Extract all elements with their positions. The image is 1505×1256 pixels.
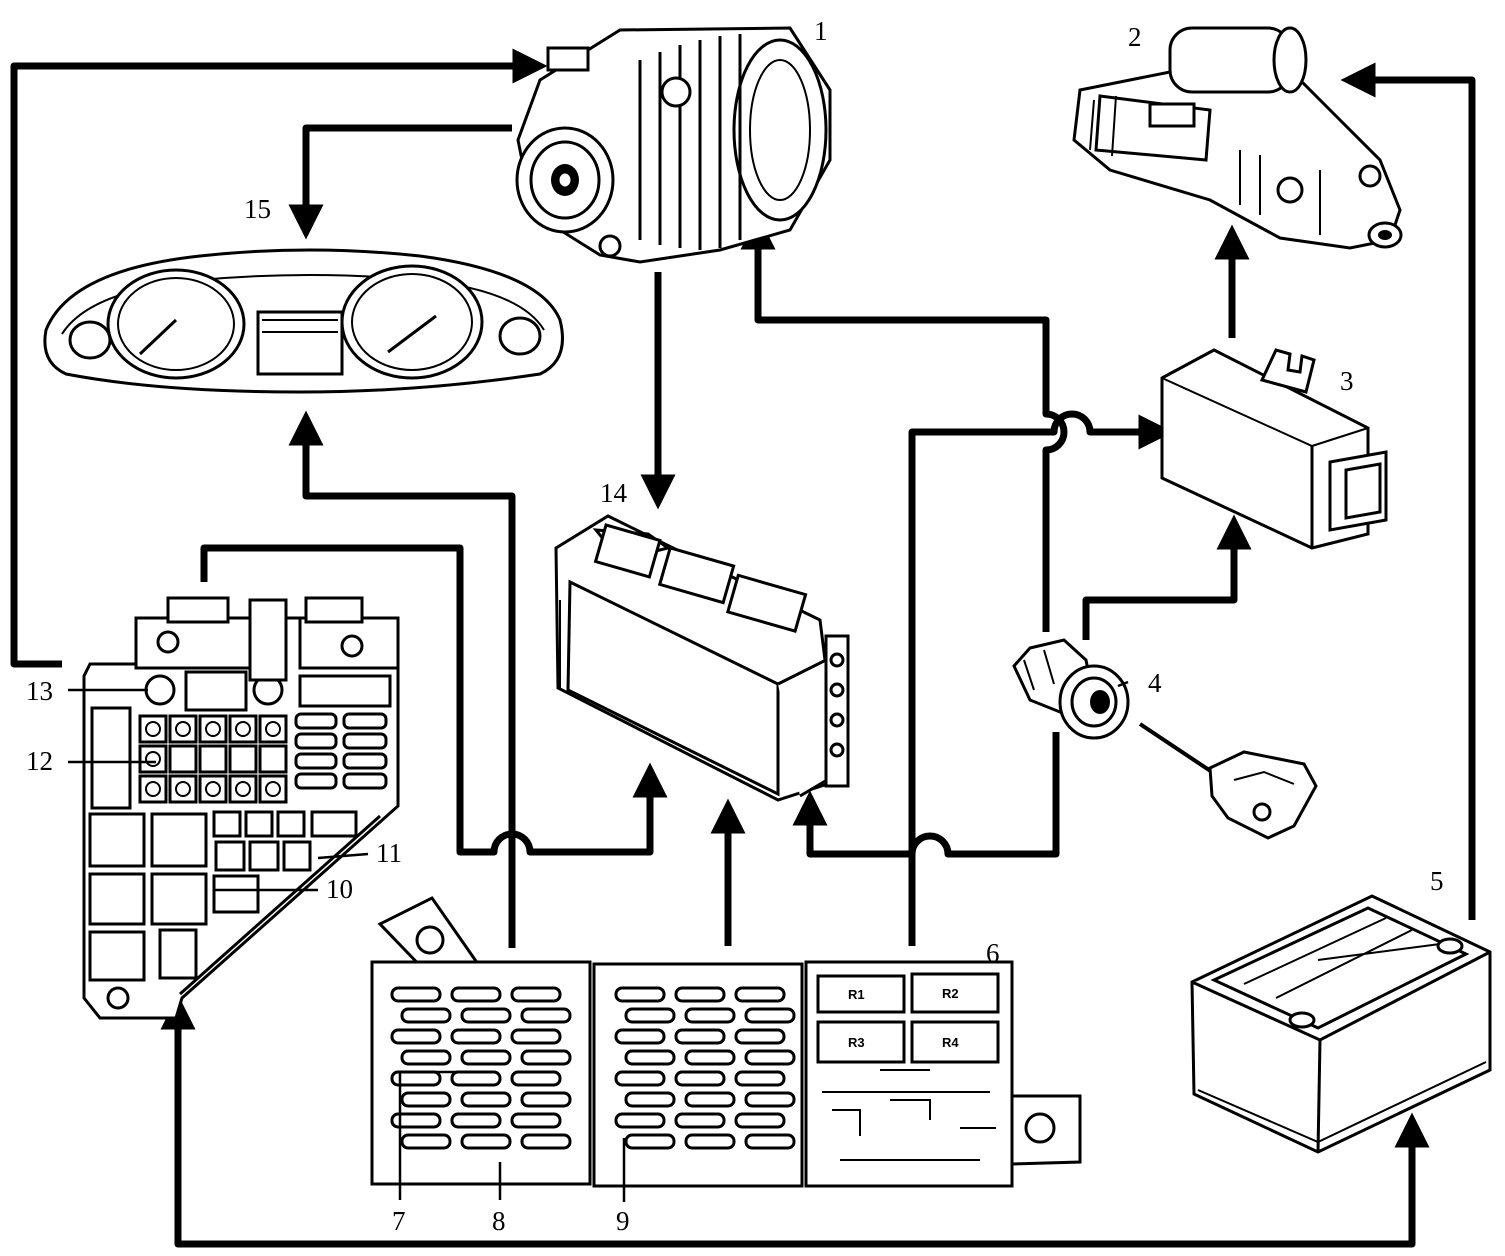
fuse-slot	[400, 1007, 452, 1024]
passenger-fuse-box-icon	[82, 596, 400, 1020]
fuse-slot	[674, 1070, 726, 1087]
fuse-slot	[744, 1007, 796, 1024]
ignition-switch-key-icon	[1012, 638, 1318, 840]
fuse-slot	[400, 1049, 452, 1066]
fuse-slot	[684, 1007, 736, 1024]
wiring	[10, 48, 1476, 1248]
wire-alternator-to-instrument-pack	[288, 124, 512, 240]
fuse-slot	[520, 1091, 572, 1108]
fuse-slot	[744, 1049, 796, 1066]
fuse-slot	[734, 1070, 786, 1087]
fuse-slot	[460, 1007, 512, 1024]
fuse-slot	[684, 1049, 736, 1066]
fuse-slot	[734, 1112, 786, 1129]
fuse-slot	[744, 1133, 796, 1150]
control-module-icon	[1160, 348, 1388, 550]
callout-labels: 1 2 3 4 5 6 7 8 9 10 11 12 13 14 15	[26, 16, 1444, 1236]
alternator-icon	[515, 26, 832, 264]
callout-9: 9	[616, 1206, 630, 1236]
fuse-slot	[510, 986, 562, 1003]
fuse-slot	[390, 1112, 442, 1129]
fuse-slot	[450, 1028, 502, 1045]
wire-battery-to-fusebox13	[160, 994, 1430, 1248]
fuse-slot	[510, 1112, 562, 1129]
fuse-slot	[674, 1028, 726, 1045]
fuse-slot	[614, 1112, 666, 1129]
wire-ignition-to-alternator	[740, 214, 1068, 632]
fuse-slot	[684, 1133, 736, 1150]
fuse-slot	[450, 1112, 502, 1129]
fuse-slot	[510, 1070, 562, 1087]
fuse-slot	[674, 1112, 726, 1129]
leader-lines	[68, 680, 1129, 1202]
callout-1: 1	[814, 16, 828, 46]
fuse-slot	[390, 986, 442, 1003]
fuse-slot	[460, 1049, 512, 1066]
starter-motor-icon	[1072, 26, 1403, 250]
fuse-slot	[390, 1028, 442, 1045]
callout-8: 8	[492, 1206, 506, 1236]
fuse-slot	[520, 1007, 572, 1024]
callout-4: 4	[1148, 668, 1162, 698]
fuse-slot	[684, 1091, 736, 1108]
wire-ignition-to-control-module	[1082, 514, 1252, 640]
engine-control-unit-icon	[554, 514, 850, 802]
callout-12: 12	[26, 746, 53, 776]
fuse-slot	[520, 1049, 572, 1066]
callout-3: 3	[1340, 366, 1354, 396]
callout-15: 15	[244, 194, 271, 224]
relay-label-r4: R4	[942, 1035, 959, 1050]
fuse-slot	[624, 1049, 676, 1066]
battery-icon	[1190, 894, 1492, 1154]
wire-battery-to-starter	[1340, 62, 1476, 920]
wire-fusebox13-to-ecu	[200, 544, 668, 856]
wire-fusebox6-to-control-module	[908, 410, 1174, 946]
callout-5: 5	[1430, 866, 1444, 896]
fuse-slot	[520, 1133, 572, 1150]
instrument-pack-icon	[43, 248, 564, 394]
fuse-slot	[614, 1028, 666, 1045]
callout-11: 11	[376, 838, 402, 868]
fuse-slot	[510, 1028, 562, 1045]
fuse-slot	[614, 1070, 666, 1087]
fuse-slot	[624, 1091, 676, 1108]
fuse-slot	[400, 1091, 452, 1108]
callout-2: 2	[1128, 22, 1142, 52]
relay-label-r3: R3	[848, 1035, 865, 1050]
callout-14: 14	[600, 478, 628, 508]
relay-label-r2: R2	[942, 986, 959, 1001]
wire-fusebox6-to-instrument-pack	[288, 410, 516, 948]
fuse-slot	[734, 986, 786, 1003]
callout-10: 10	[326, 874, 353, 904]
fuse-slot	[744, 1091, 796, 1108]
fuse-slot	[450, 986, 502, 1003]
fuse-slot	[624, 1133, 676, 1150]
fuse-relay-box-icon: R1 R2 R3 R4	[370, 896, 1082, 1188]
fuse-slot	[450, 1070, 502, 1087]
fuse-slot	[674, 986, 726, 1003]
callout-13: 13	[26, 676, 53, 706]
wire-fusebox-to-alternator	[10, 48, 548, 668]
fuse-slot	[734, 1028, 786, 1045]
callout-7: 7	[392, 1206, 406, 1236]
fuse-slot	[400, 1133, 452, 1150]
fuse-slot	[460, 1091, 512, 1108]
callout-6: 6	[986, 938, 1000, 968]
fuse-slot	[624, 1007, 676, 1024]
fuse-slot	[460, 1133, 512, 1150]
relay-label-r1: R1	[848, 987, 865, 1002]
fuse-slot	[614, 986, 666, 1003]
